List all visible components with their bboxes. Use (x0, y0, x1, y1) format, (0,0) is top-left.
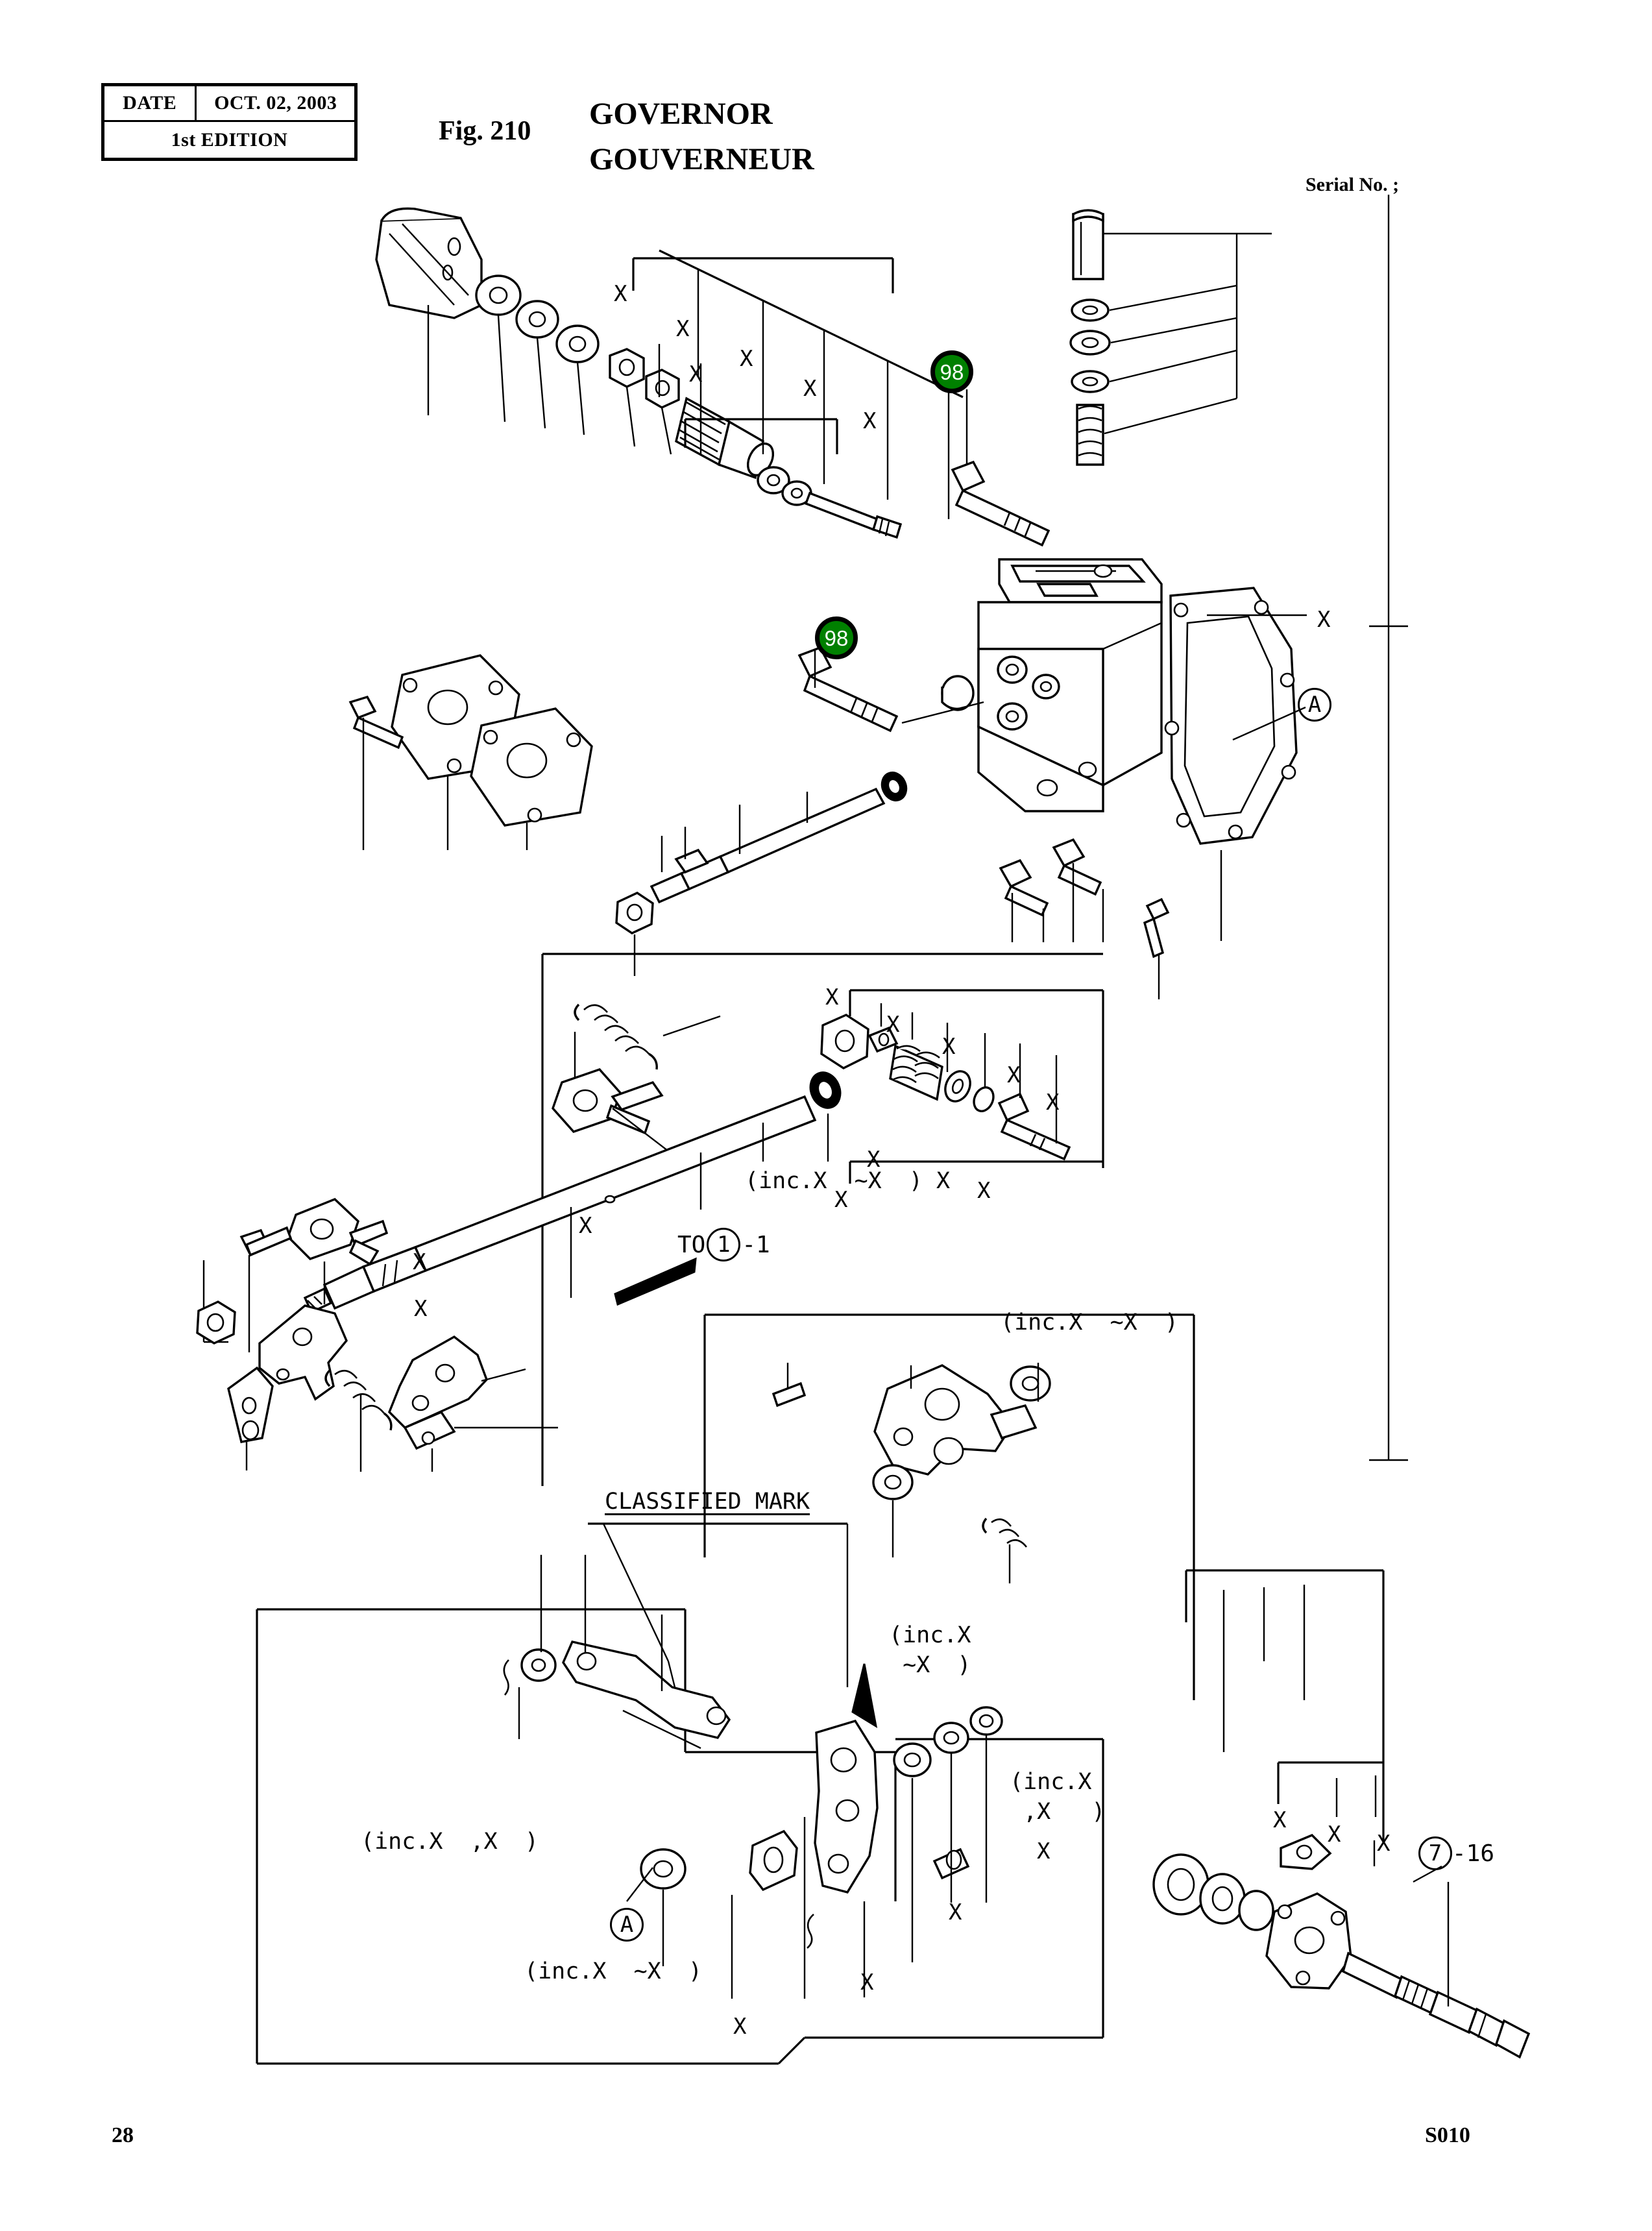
to-prefix: TO (677, 1231, 706, 1258)
date-label: DATE (104, 86, 197, 120)
part-label-x-17: X (1037, 1838, 1051, 1864)
date-value: OCT. 02, 2003 (214, 92, 337, 114)
note-inc-6: (inc.X ~X ) (524, 1958, 702, 1984)
top-bracket-tier (632, 249, 964, 519)
serial-bracket (1369, 195, 1408, 1461)
nut-spring-subassembly (820, 989, 1104, 1184)
page-number: 28 (112, 2123, 134, 2147)
bottom-plate-bushings (626, 1706, 1003, 1999)
sleeve-assembly (375, 207, 903, 539)
note-inc-5: (inc.X ,X ) (361, 1829, 539, 1855)
detail-callout-a-lower[interactable]: A (610, 1908, 644, 1942)
detail-callout-a-upper[interactable]: A (1298, 688, 1331, 722)
lever-clevis-group (196, 1198, 558, 1472)
note-classified-mark: CLASSIFIED MARK (605, 1489, 810, 1515)
long-bolt-upper (951, 389, 1051, 547)
part-label-x-11: X (1007, 1062, 1021, 1088)
to-suffix: -1 (742, 1231, 770, 1258)
part-label-x-01: X (614, 281, 627, 307)
part-label-x-05: X (863, 408, 877, 434)
highlight-marker-98-upper[interactable]: 98 (930, 350, 973, 393)
part-label-x-07: X (1317, 607, 1331, 633)
date-edition-box: DATE OCT. 02, 2003 1st EDITION (101, 83, 358, 161)
fig-ref-suffix: -16 (1452, 1840, 1495, 1867)
note-inc-2: (inc.X ~X ) (1001, 1310, 1178, 1335)
long-bolt-lower (797, 646, 984, 733)
control-shaft-upper (615, 772, 908, 976)
part-label-x-14: X (579, 1213, 592, 1239)
part-label-x-22: X (1328, 1822, 1341, 1847)
note-inc-4-line1: (inc.X (1010, 1769, 1092, 1795)
serial-number-label: Serial No. ; (1306, 174, 1400, 195)
page-title-en: GOVERNOR (589, 97, 773, 131)
note-inc-3-line1: (inc.X (889, 1622, 971, 1648)
gasket-flanges (348, 654, 593, 850)
detail-a-circle-lower: A (610, 1908, 644, 1942)
part-label-x-23: X (1377, 1831, 1391, 1857)
part-label-x-20: X (733, 2014, 747, 2040)
part-label-x-21: X (1273, 1807, 1287, 1833)
part-label-x-19: X (860, 1969, 874, 1995)
detail-a-circle: A (1298, 688, 1331, 722)
part-label-x-24: X (413, 1249, 426, 1275)
note-inc-1: (inc.X ~X ) X (745, 1168, 951, 1194)
note-inc-3-line2: ~X ) (889, 1652, 971, 1678)
bottom-shaft-flange (1152, 1569, 1531, 2059)
section-boundary-mid (541, 953, 1103, 1486)
part-label-x-18: X (949, 1899, 962, 1925)
part-label-x-13: X (867, 1147, 881, 1173)
document-code: S010 (1425, 2123, 1470, 2147)
part-label-x-03: X (740, 346, 753, 372)
figure-number: Fig. 210 (439, 116, 531, 146)
housing-base-bolts (999, 838, 1222, 999)
spring-fork-linkage (552, 1003, 721, 1156)
marker-label: 98 (824, 626, 849, 650)
part-label-x-15: X (414, 1296, 428, 1322)
highlight-marker-98-lower[interactable]: 98 (815, 616, 858, 659)
part-label-x-09: X (886, 1012, 900, 1038)
pin-washer-column (1069, 209, 1272, 466)
page-title-fr: GOUVERNEUR (589, 142, 814, 177)
part-label-x-25: X (834, 1187, 848, 1213)
governor-housing (941, 558, 1307, 845)
to-circle-number: 1 (707, 1228, 741, 1262)
bottom-link-assembly (503, 1555, 731, 1749)
part-label-x-08: X (825, 984, 839, 1010)
part-label-x-02: X (676, 316, 690, 342)
part-label-x-16: X (977, 1178, 991, 1204)
fig-ref-circle: 7 (1418, 1836, 1452, 1870)
edition-label: 1st EDITION (171, 128, 288, 151)
to-reference-arrow (614, 1257, 697, 1306)
part-label-x-04: X (803, 376, 817, 402)
classified-mark-leader (588, 1522, 878, 1729)
figure-reference-callout[interactable]: 7 -16 (1418, 1836, 1494, 1870)
part-label-x-10: X (942, 1034, 956, 1060)
marker-label: 98 (940, 360, 964, 384)
to-reference-callout[interactable]: TO 1 -1 (677, 1228, 770, 1262)
part-label-x-12: X (1046, 1090, 1060, 1116)
note-inc-4-line2: ,X ) (1010, 1799, 1106, 1825)
part-label-x-06: X (689, 361, 703, 387)
